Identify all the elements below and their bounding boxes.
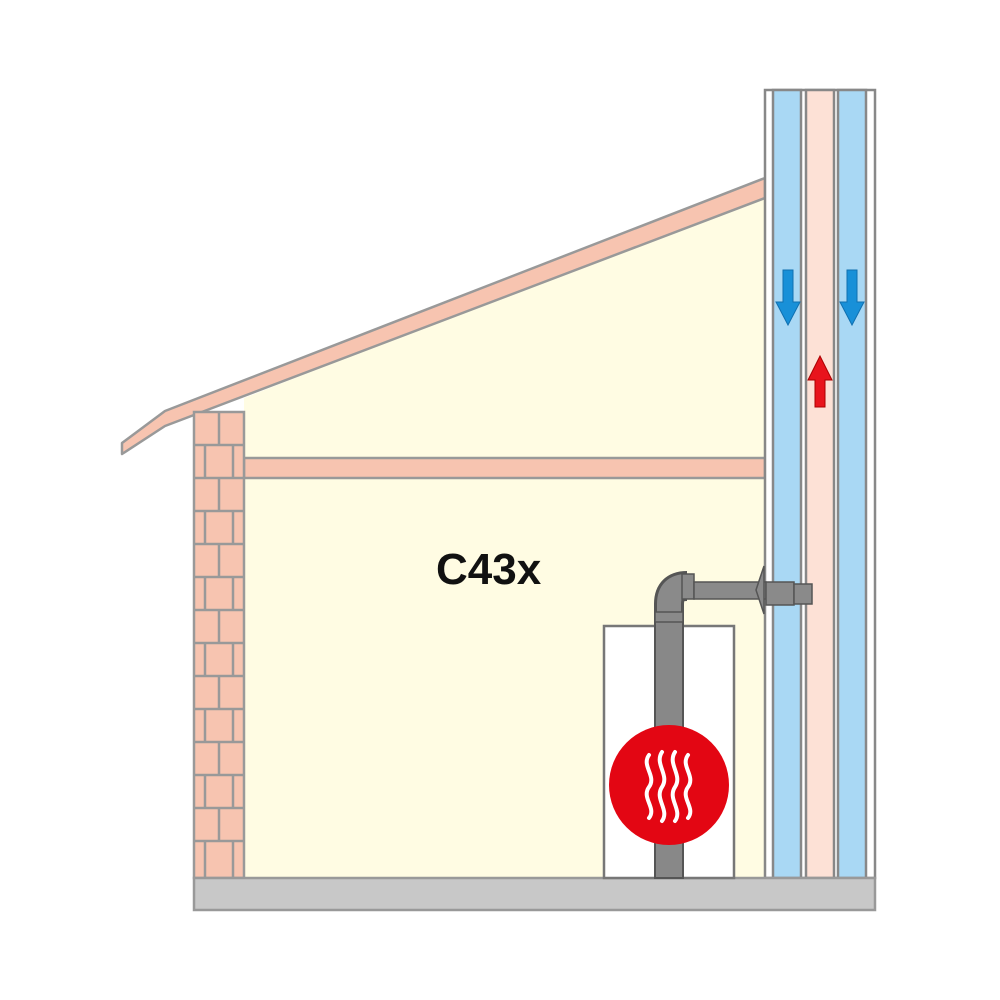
arrow-up-icon: [807, 354, 833, 408]
diagram-label: C43x: [436, 545, 542, 594]
heater-badge: [609, 725, 729, 845]
flue-connector: [654, 565, 813, 623]
brick-wall: [192, 410, 246, 880]
arrow-down-icon: [839, 269, 865, 327]
vertical-shaft: [763, 88, 877, 880]
heat-waves-icon: [644, 750, 693, 823]
floor: [192, 876, 877, 912]
flue-duct: [804, 88, 836, 880]
boiler-unit: [602, 617, 736, 880]
air-duct-right: [836, 88, 868, 880]
ceiling-beam: [242, 456, 767, 480]
arrow-down-icon: [775, 269, 801, 327]
air-duct-left: [771, 88, 803, 880]
